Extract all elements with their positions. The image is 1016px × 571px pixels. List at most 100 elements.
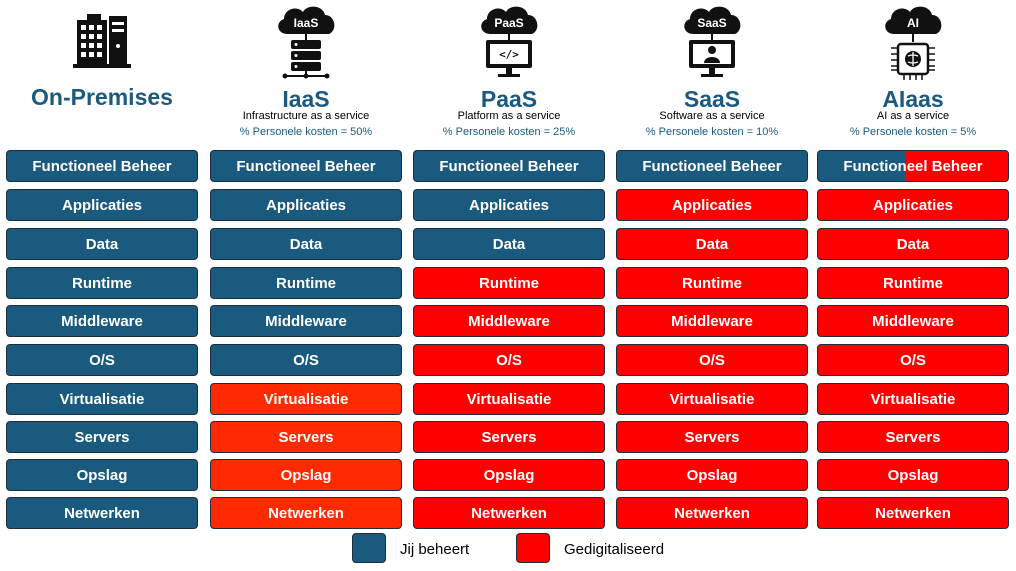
layer-block: Data	[210, 228, 402, 260]
legend-managed-label: Jij beheert	[400, 541, 470, 558]
layer-block: Servers	[413, 421, 605, 453]
layer-block: Servers	[817, 421, 1009, 453]
personnel-cost-label: % Personele kosten = 10%	[645, 126, 779, 138]
layer-block: Opslag	[616, 459, 808, 491]
layer-label: Servers	[278, 428, 334, 446]
column-title: PaaS	[480, 86, 538, 112]
layer-block: Opslag	[817, 459, 1009, 491]
layer-block: Virtualisatie	[413, 383, 605, 415]
layer-block: Functioneel Beheer	[817, 150, 1009, 182]
legend-digitized-label: Gedigitaliseerd	[564, 541, 665, 558]
layer-label: Opslag	[76, 466, 128, 484]
layer-label: Runtime	[883, 274, 943, 292]
layer-label: Servers	[74, 428, 130, 446]
column-title: On-Premises	[31, 84, 173, 110]
personnel-cost-label: % Personele kosten = 5%	[849, 126, 977, 138]
layer-block: Runtime	[6, 267, 198, 299]
layer-block: Runtime	[817, 267, 1009, 299]
layer-block: Opslag	[6, 459, 198, 491]
layer-block: Virtualisatie	[616, 383, 808, 415]
layer-label: O/S	[900, 351, 926, 369]
personnel-cost-label: % Personele kosten = 50%	[239, 126, 373, 138]
layer-label: Data	[896, 235, 930, 253]
column-subtitle: AI as a service	[876, 110, 950, 122]
layer-block: Middleware	[210, 305, 402, 337]
layer-block: Middleware	[413, 305, 605, 337]
layer-label: Virtualisatie	[263, 390, 349, 408]
layer-block: Data	[817, 228, 1009, 260]
layer-label: Functioneel Beheer	[236, 157, 376, 175]
layer-label: Runtime	[276, 274, 336, 292]
layer-label: Opslag	[280, 466, 332, 484]
layer-label: Servers	[684, 428, 740, 446]
layer-label: Netwerken	[268, 504, 344, 522]
layer-block: Servers	[6, 421, 198, 453]
layer-label: Netwerken	[64, 504, 140, 522]
layer-label: Middleware	[671, 312, 753, 330]
cloud-code-monitor-icon: PaaS </>	[474, 6, 544, 82]
layer-block: Functioneel Beheer	[210, 150, 402, 182]
layer-block: Data	[413, 228, 605, 260]
layer-label: O/S	[89, 351, 115, 369]
layer-block: Virtualisatie	[210, 383, 402, 415]
layer-label: Data	[85, 235, 119, 253]
layer-block: Opslag	[210, 459, 402, 491]
layer-label: O/S	[699, 351, 725, 369]
layer-label: Runtime	[72, 274, 132, 292]
digitized-portion	[906, 151, 1008, 181]
svg-text:IaaS: IaaS	[294, 16, 319, 30]
layer-block: Applicaties	[616, 189, 808, 221]
svg-text:SaaS: SaaS	[697, 16, 726, 30]
layer-label: Applicaties	[671, 196, 753, 214]
svg-text:PaaS: PaaS	[494, 16, 523, 30]
layer-block: Netwerken	[817, 497, 1009, 529]
layer-block: Data	[6, 228, 198, 260]
layer-block: Virtualisatie	[817, 383, 1009, 415]
layer-label: Applicaties	[61, 196, 143, 214]
layer-block: O/S	[817, 344, 1009, 376]
column-title: AIaas	[882, 86, 944, 112]
column-title: IaaS	[282, 86, 330, 112]
layer-label: Runtime	[479, 274, 539, 292]
layer-block: Netwerken	[210, 497, 402, 529]
layer-label: Functioneel Beheer	[32, 157, 172, 175]
cloud-ai-chip-icon: AI	[878, 6, 948, 82]
layer-block: O/S	[616, 344, 808, 376]
layer-label: Servers	[481, 428, 537, 446]
layer-label: Middleware	[265, 312, 347, 330]
layer-label: Opslag	[686, 466, 738, 484]
svg-text:AI: AI	[907, 16, 919, 30]
layer-block: Applicaties	[817, 189, 1009, 221]
svg-text:</>: </>	[499, 48, 519, 61]
layer-label: O/S	[496, 351, 522, 369]
layer-label: Netwerken	[875, 504, 951, 522]
layer-label: Opslag	[887, 466, 939, 484]
layer-label: Middleware	[468, 312, 550, 330]
layer-block: Functioneel Beheer	[6, 150, 198, 182]
layer-block: Runtime	[210, 267, 402, 299]
layer-block: Netwerken	[616, 497, 808, 529]
layer-label: Middleware	[61, 312, 143, 330]
layer-block: Virtualisatie	[6, 383, 198, 415]
layer-label: Functioneel Beheer	[439, 157, 579, 175]
layer-label: Data	[695, 235, 729, 253]
layer-label: Servers	[885, 428, 941, 446]
layer-block: Middleware	[6, 305, 198, 337]
layer-label: Applicaties	[265, 196, 347, 214]
layer-label: Opslag	[483, 466, 535, 484]
layer-label: Virtualisatie	[59, 390, 145, 408]
layer-block: Runtime	[616, 267, 808, 299]
layer-block: Netwerken	[413, 497, 605, 529]
layer-block: Data	[616, 228, 808, 260]
layer-label: Data	[492, 235, 526, 253]
layer-block: Servers	[616, 421, 808, 453]
building-server-icon	[67, 6, 137, 82]
column-subtitle: Infrastructure as a service	[242, 110, 370, 122]
layer-block: Applicaties	[210, 189, 402, 221]
legend-managed-swatch	[352, 533, 386, 563]
personnel-cost-label: % Personele kosten = 25%	[442, 126, 576, 138]
